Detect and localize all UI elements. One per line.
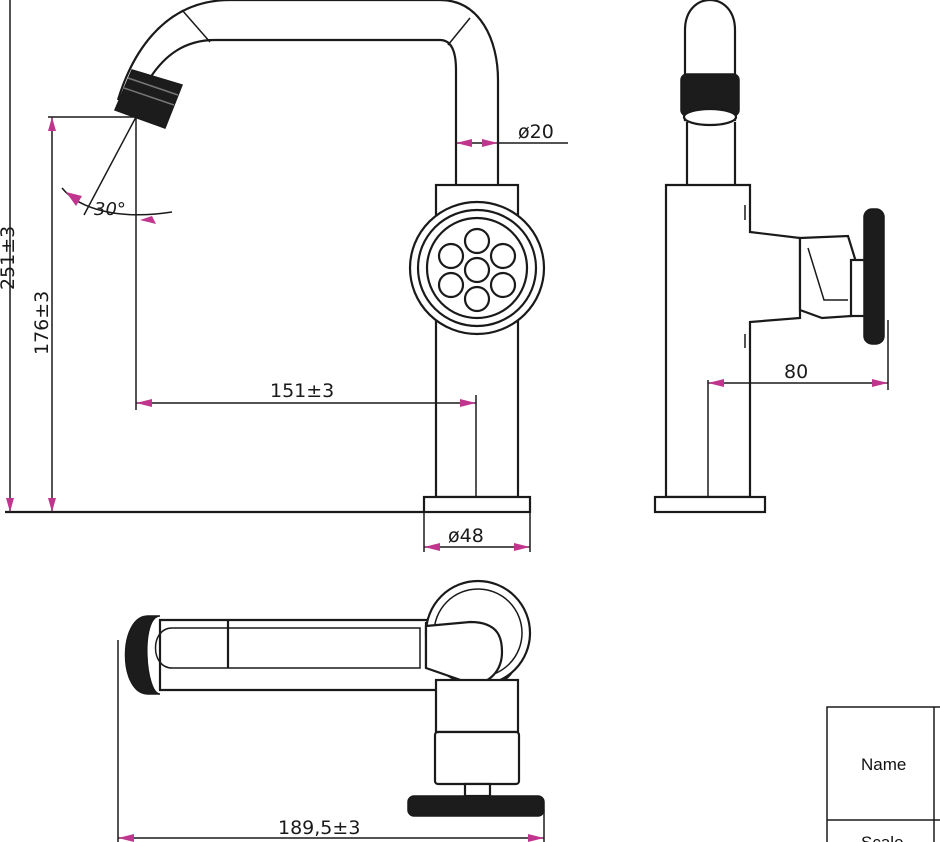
- dim-handle-depth: 80: [784, 361, 808, 383]
- dim-spout-height: 176±3: [31, 291, 53, 355]
- top-aerator: [124, 615, 161, 695]
- spout-tube-inner: [149, 38, 458, 185]
- spout-joint-left: [181, 9, 211, 43]
- title-block: Name Scale: [826, 706, 940, 842]
- aerator-tip: [113, 69, 183, 129]
- side-view: 80: [653, 0, 889, 514]
- title-block-name-label: Name: [861, 755, 906, 774]
- dim-spout-reach: 151±3: [270, 380, 334, 402]
- front-view: 251±3 176±3 151±3 30° ø20 ø48: [0, 0, 568, 552]
- title-block-scale-label: Scale: [861, 833, 904, 842]
- base: [422, 495, 532, 514]
- side-body: [664, 183, 802, 499]
- top-view: 189,5±3: [117, 579, 545, 842]
- dim-total-height: 251±3: [0, 226, 19, 290]
- dim-spout-angle: 30°: [94, 199, 126, 220]
- top-handle-wheel: [407, 795, 545, 817]
- side-handle-wheel: [863, 208, 885, 345]
- dim-spout-diameter: ø20: [518, 121, 554, 143]
- spout-tube-outer: [116, 0, 500, 185]
- dim-top-length: 189,5±3: [278, 817, 360, 839]
- spout-joint-right: [447, 17, 471, 46]
- dim-base-diameter: ø48: [448, 525, 484, 547]
